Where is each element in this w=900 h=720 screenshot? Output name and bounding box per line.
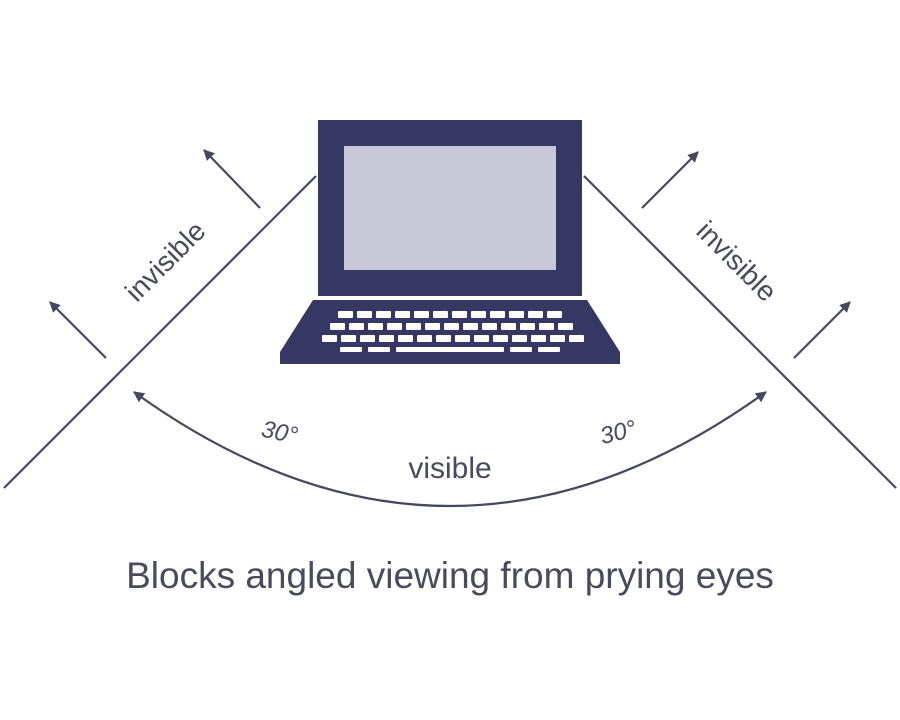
keyboard-key xyxy=(493,335,508,342)
left-boundary-line xyxy=(3,175,317,489)
keyboard-key xyxy=(474,335,489,342)
keyboard-key xyxy=(338,311,353,318)
visible-label: visible xyxy=(408,452,491,485)
keyboard-key xyxy=(501,323,516,330)
keyboard-key xyxy=(538,347,560,352)
keyboard-key xyxy=(387,323,402,330)
invisible-label-right: invisible xyxy=(691,215,783,307)
keyboard-key xyxy=(368,323,383,330)
keyboard-key xyxy=(406,323,421,330)
arrow-right-upper xyxy=(641,151,699,209)
keyboard-space-row xyxy=(340,347,560,352)
keyboard-key xyxy=(379,335,394,342)
laptop-keyboard xyxy=(322,311,584,352)
keyboard-key xyxy=(368,347,390,352)
arrow-right-lower xyxy=(793,301,851,359)
keyboard-key xyxy=(550,335,565,342)
keyboard-key xyxy=(349,323,364,330)
laptop-icon xyxy=(280,120,620,364)
keyboard-key xyxy=(471,311,486,318)
keyboard-key xyxy=(455,335,470,342)
keyboard-key xyxy=(463,323,478,330)
keyboard-key xyxy=(341,335,356,342)
keyboard-key xyxy=(417,335,432,342)
keyboard-key xyxy=(569,335,584,342)
keyboard-key xyxy=(322,335,337,342)
keyboard-key xyxy=(490,311,505,318)
keyboard-space-bar xyxy=(396,347,504,352)
keyboard-key xyxy=(436,335,451,342)
angle-label-left: 30° xyxy=(259,416,301,450)
angle-label-right: 30° xyxy=(597,415,639,450)
keyboard-key xyxy=(330,323,345,330)
caption: Blocks angled viewing from prying eyes xyxy=(126,555,774,596)
laptop-screen xyxy=(344,146,556,270)
keyboard-key xyxy=(414,311,429,318)
keyboard-key xyxy=(482,323,497,330)
keyboard-key xyxy=(376,311,391,318)
visible-arc xyxy=(133,391,767,508)
keyboard-key xyxy=(340,347,362,352)
keyboard-key xyxy=(452,311,467,318)
keyboard-key xyxy=(433,311,448,318)
keyboard-key xyxy=(512,335,527,342)
keyboard-key xyxy=(510,347,532,352)
keyboard-key xyxy=(520,323,535,330)
keyboard-key xyxy=(357,311,372,318)
right-boundary-line xyxy=(583,175,897,489)
keyboard-key xyxy=(531,335,546,342)
keyboard-key xyxy=(528,311,543,318)
keyboard-key xyxy=(360,335,375,342)
keyboard-key xyxy=(539,323,554,330)
keyboard-key xyxy=(547,311,562,318)
keyboard-key xyxy=(558,323,573,330)
arrow-left-upper xyxy=(203,149,261,209)
keyboard-key xyxy=(509,311,524,318)
keyboard-key xyxy=(398,335,413,342)
arrow-left-lower xyxy=(49,301,107,359)
laptop-base xyxy=(280,300,620,364)
keyboard-key xyxy=(444,323,459,330)
keyboard-key xyxy=(425,323,440,330)
keyboard-key xyxy=(395,311,410,318)
